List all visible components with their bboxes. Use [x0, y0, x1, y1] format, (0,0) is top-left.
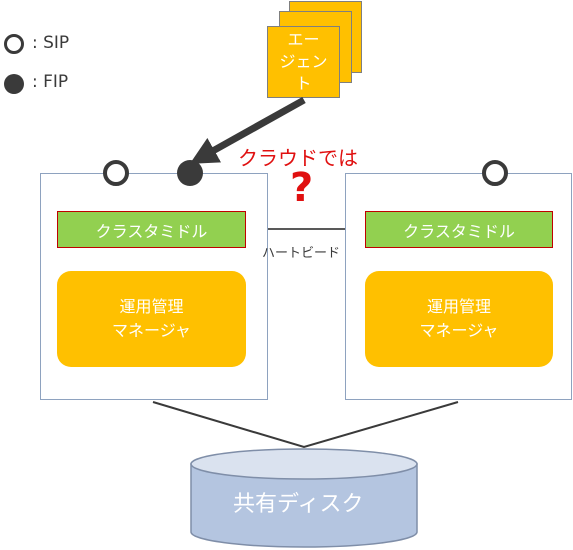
cluster-middleware-left: クラスタミドル [57, 211, 246, 248]
legend-sip-label: : SIP [32, 33, 70, 53]
ops-manager-left: 運用管理 マネージャ [57, 271, 246, 367]
sip-port-icon [103, 160, 129, 186]
heartbeat-label: ハートビード [262, 246, 341, 261]
question-mark: ? [290, 165, 314, 211]
agent-to-fip-arrow [189, 96, 306, 164]
sip-port-icon [482, 160, 508, 186]
legend-fip-label: : FIP [32, 72, 69, 92]
filled-circle-icon [4, 74, 24, 94]
ops-manager-right: 運用管理 マネージャ [365, 271, 553, 367]
disk-connector [152, 401, 459, 449]
fip-port-icon [177, 160, 203, 186]
shared-disk-icon [190, 448, 418, 548]
agent-card: エー ジェン ト [267, 26, 340, 98]
open-circle-icon [4, 34, 24, 54]
shared-disk-label: 共有ディスク [233, 492, 364, 517]
cluster-middleware-right: クラスタミドル [365, 211, 553, 248]
cloud-annotation: クラウドでは [238, 146, 358, 170]
